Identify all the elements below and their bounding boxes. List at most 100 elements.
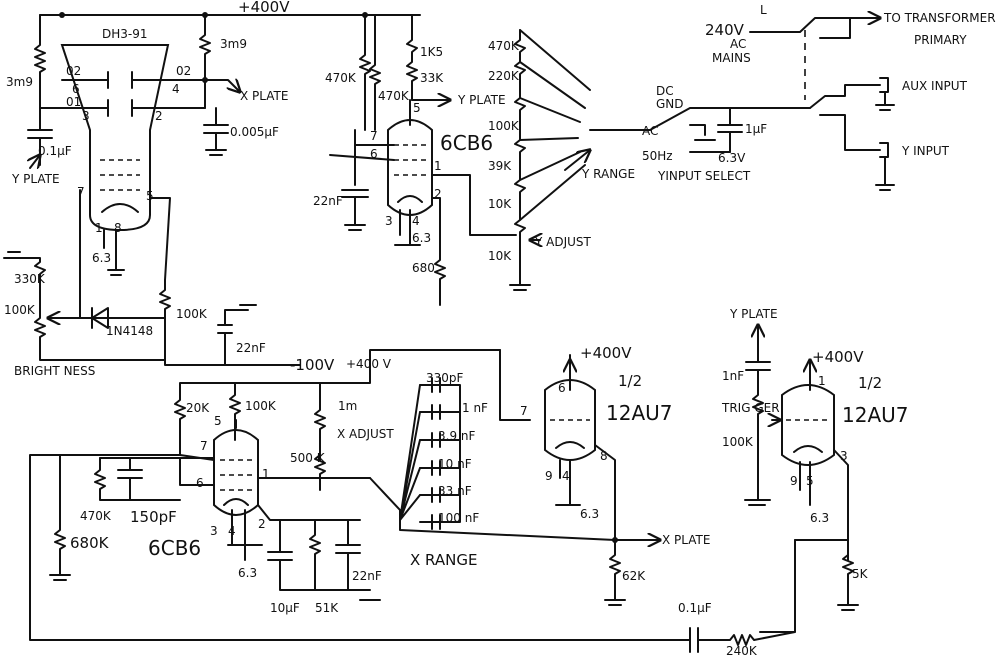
supply-400v-label: +400V [238, 0, 290, 16]
xout-res-62k [604, 539, 626, 606]
diode-1n4148 [89, 307, 113, 329]
ladder-39k: 39K [488, 159, 512, 173]
y-res-470k-a-label: 470K [325, 71, 357, 85]
res-3m9-left-label: 3m9 [6, 75, 33, 89]
tb-res-20k-label: 20K [186, 401, 210, 415]
aux-input-label: AUX INPUT [902, 79, 968, 93]
x-plate-out-label: X PLATE [240, 89, 288, 103]
trig-heater-label: 6.3 [810, 511, 829, 525]
resistor-100k [159, 279, 171, 361]
ladder-470k: 470K [488, 39, 520, 53]
res-330k-label: 330K [14, 272, 46, 286]
tb-res-1m-label: 1m [338, 399, 357, 413]
crt-tube [60, 44, 170, 232]
timebase-section: +400 V 20K 100K 1m X ADJUST 500 K 6CB6 5… [29, 349, 681, 641]
input-mains-section: DC GND AC 50Hz 1μF 6.3V YINPUT SELECT 24… [642, 3, 996, 191]
trig-res-5k-label: 5K [852, 567, 869, 581]
aux-input-jack [875, 77, 895, 111]
trig-res-5k [794, 539, 859, 611]
trig-feedback-network [679, 539, 796, 653]
input-cap-1uf-label: 1μF [745, 122, 767, 136]
tb-cap-3.9nf: 3.9 nF [438, 429, 476, 443]
trigger-input [744, 344, 771, 506]
tb-cap-33nf: 33 nF [438, 484, 472, 498]
input-63v-label: 6.3V [718, 151, 746, 165]
trig-pot-100k-label: 100K [722, 435, 754, 449]
tb-cap-22nf-label: 22nF [352, 569, 382, 583]
tb-cap-10uf-label: 10μF [270, 601, 300, 615]
tb-cap-100nf: 100 nF [438, 511, 479, 525]
trig-tube-label: 12AU7 [842, 403, 909, 427]
y-amp-tube-label: 6CB6 [440, 131, 493, 155]
x-range-caps [369, 377, 616, 541]
trig-supply-label: +400V [812, 348, 864, 366]
y-plate-input-label: Y PLATE [11, 172, 60, 186]
crt-pin-02a: 02 [66, 64, 81, 78]
crt-plates [107, 71, 133, 117]
cap-0.005uf [203, 107, 229, 156]
xout-pin-6: 6 [558, 381, 566, 395]
res-3m9-right-label: 3m9 [220, 37, 247, 51]
y-pin-7: 7 [370, 129, 378, 143]
trig-y-plate-label: Y PLATE [729, 307, 778, 321]
res-100k-right-label: 100K [176, 307, 208, 321]
y-input-label: Y INPUT [901, 144, 950, 158]
input-50hz-label: 50Hz [642, 149, 673, 163]
y-pin-2: 2 [434, 187, 442, 201]
y-range-label: Y RANGE [581, 167, 635, 181]
crt-cathode [101, 203, 139, 213]
x-range-label: X RANGE [410, 551, 477, 569]
tb-pin-3: 3 [210, 524, 218, 538]
y-res-33k-label: 33K [420, 71, 444, 85]
y-pin-4: 4 [412, 214, 420, 228]
xout-pin-4: 4 [562, 469, 570, 483]
y-amplifier-section: 470K 470K 1K5 33K Y PLATE 6CB6 5 7 6 1 2… [313, 14, 651, 306]
tb-pin-1: 1 [262, 467, 270, 481]
y-attenuator-ladder [509, 29, 531, 291]
cap-01uf-label: 0.1μF [38, 144, 72, 158]
xout-pin-8: 8 [600, 449, 608, 463]
tb-cap-150pf-label: 150pF [130, 508, 177, 526]
tb-res-470k-label: 470K [80, 509, 112, 523]
brightness-label: BRIGHT NESS [14, 364, 95, 378]
y-res-680-label: 680 [412, 261, 435, 275]
xout-res-62k-label: 62K [622, 569, 646, 583]
cap-0005uf-label: 0.005μF [230, 125, 279, 139]
trigger-tube [781, 384, 835, 466]
trig-pin-5: 5 [806, 474, 814, 488]
tb-res-51k-label: 51K [315, 601, 339, 615]
y-cap-22nf-label: 22nF [313, 194, 343, 208]
trig-pin-3: 3 [840, 449, 848, 463]
crt-grids [100, 159, 140, 191]
brightness-pot [7, 257, 166, 361]
crt-pin-01: 01 [66, 95, 81, 109]
tb-pin-6: 6 [196, 476, 204, 490]
y-cap-22nf [329, 129, 395, 231]
trig-res-240k-label: 240K [726, 644, 758, 658]
ladder-10k-a: 10K [488, 197, 512, 211]
tb-tube-label: 6CB6 [148, 536, 201, 560]
xout-x-plate-label: X PLATE [662, 533, 710, 547]
cap-22nf-label: 22nF [236, 341, 266, 355]
yinput-select-label: YINPUT SELECT [657, 169, 751, 183]
ladder-10k-b: 10K [488, 249, 512, 263]
y-res-470k-b-label: 470K [378, 89, 410, 103]
tb-cap-330pf: 330pF [426, 371, 464, 385]
pot-500k-label: 500 K [290, 451, 326, 465]
resistor-3m9-left [34, 14, 46, 131]
diode-label: 1N4148 [106, 324, 153, 338]
switch-l-label: L [760, 3, 767, 17]
tb-cap-1nf: 1 nF [462, 401, 488, 415]
crt-label: DH3-91 [102, 27, 148, 41]
primary-label: PRIMARY [914, 33, 967, 47]
crt-section: +400V 3m9 0.1μF Y PLATE DH3-91 02 6 01 3… [3, 0, 421, 378]
input-gnd-label: GND [656, 97, 684, 111]
x-adjust-label: X ADJUST [337, 427, 394, 441]
y-pin-3: 3 [385, 214, 393, 228]
xout-pin-9: 9 [545, 469, 553, 483]
xout-supply-label: +400V [580, 344, 632, 362]
ladder-220k: 220K [488, 69, 520, 83]
trig-pin-1: 1 [818, 374, 826, 388]
x-output-tube [544, 379, 596, 461]
y-heater-label: 6.3 [412, 231, 431, 245]
